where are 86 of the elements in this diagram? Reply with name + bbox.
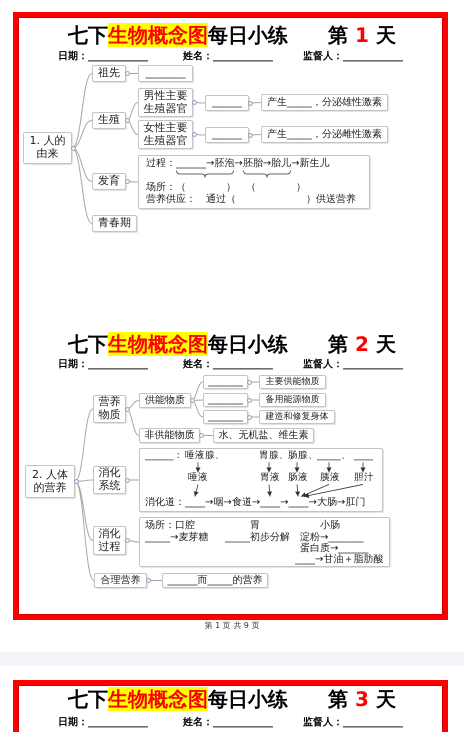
- date-fill-in: 日期：____________: [58, 359, 148, 370]
- arrow: [266, 462, 272, 473]
- juice-label: 胃液: [260, 473, 280, 484]
- date-fill-in: 日期：____________: [58, 717, 148, 728]
- topic-box: 营养物质: [93, 395, 126, 423]
- topic-box: 产生_____，分泌雌性激素: [261, 126, 388, 143]
- page-frame: [13, 680, 448, 732]
- connector-line: [190, 382, 204, 401]
- supervisor-fill-in: 监督人：____________: [303, 359, 403, 370]
- arrow: [194, 484, 199, 497]
- arrow: [294, 462, 300, 473]
- answer-box: ______: [205, 127, 249, 143]
- answer-box: _______: [203, 393, 248, 407]
- arrow: [196, 462, 200, 473]
- connector-line: [126, 408, 140, 436]
- page-frame: [13, 12, 448, 620]
- name-fill-in: 姓名：____________: [183, 51, 273, 62]
- topic-box: ______而_____的营养: [162, 573, 268, 588]
- arrow: [300, 484, 330, 497]
- digestion-step-text: ____→甘油＋脂肪酸: [295, 554, 384, 566]
- supervisor-fill-in: 监督人：____________: [303, 51, 403, 62]
- juice-label: 胆汁: [354, 473, 374, 484]
- arrow: [326, 462, 332, 473]
- connector-line: [72, 148, 92, 224]
- worksheet-title: 七下生物概念图每日小练 第 3 天: [68, 688, 396, 711]
- topic-box: 主要供能物质: [259, 375, 326, 389]
- nutrition-text: 营养供应： 通过（ ）供送营养: [146, 194, 356, 206]
- topic-box: 备用能源物质: [259, 393, 326, 407]
- answer-box: _______: [203, 375, 248, 389]
- note-box: [139, 448, 383, 512]
- arrow: [304, 484, 364, 498]
- juice-label: 肠液: [288, 473, 308, 484]
- organ-label: 胃: [250, 520, 260, 532]
- connector-line: [74, 408, 94, 482]
- supervisor-fill-in: 监督人：____________: [303, 717, 403, 728]
- connector-line: [126, 102, 138, 121]
- arrow: [295, 484, 300, 497]
- topic-box: 合理营养: [94, 573, 147, 588]
- organ-label: 小肠: [320, 520, 340, 532]
- topic-box: 发育: [92, 173, 126, 190]
- digestion-step-text: _____→麦芽糖: [145, 532, 208, 544]
- date-fill-in: 日期：____________: [58, 51, 148, 62]
- site-label: 场所：口腔: [145, 520, 195, 532]
- central-topic-box: 1. 人的由来: [23, 132, 72, 164]
- topic-box: 生殖: [92, 112, 126, 129]
- digestion-step-text: _____初步分解: [225, 532, 290, 544]
- topic-box: 建造和修复身体: [259, 410, 335, 424]
- connector-line: [72, 73, 92, 148]
- answer-box: ________: [138, 65, 193, 82]
- digestion-step-text: 蛋白质→______: [300, 543, 368, 554]
- arrow: [267, 484, 272, 497]
- topic-box: 男性主要生殖器官: [138, 88, 193, 117]
- juice-label: 胰液: [320, 473, 340, 484]
- worksheet-title: 七下生物概念图每日小练 第 2 天: [68, 333, 396, 356]
- gland-label: 肠腺、: [288, 451, 318, 462]
- juice-label: 唾液: [188, 473, 208, 484]
- topic-box: 水、无机盐、维生素: [213, 428, 314, 443]
- location-text: 场所：（ ） （ ）: [146, 182, 306, 194]
- topic-box: 祖先: [92, 65, 126, 82]
- topic-box: 产生_____，分泌雄性激素: [261, 94, 388, 111]
- gland-label: 胃腺、: [259, 451, 289, 462]
- topic-box: 消化过程: [93, 526, 126, 555]
- topic-box: 消化系统: [93, 466, 126, 494]
- topic-box: 青春期: [92, 215, 137, 232]
- process-text: 过程：______→胚泡→胚胎→胎儿→新生儿: [146, 158, 330, 170]
- central-topic-box: 2. 人体的营养: [25, 465, 75, 498]
- gland-label: 唾液腺、: [185, 451, 225, 462]
- answer-box: _______: [203, 410, 248, 424]
- note-box: [139, 517, 390, 567]
- arrow: [360, 462, 366, 473]
- connector-line: [74, 481, 94, 581]
- fill-in-line: _____、: [317, 451, 351, 462]
- page-number-text: 第 1 页 共 9 页: [204, 621, 260, 630]
- fill-in-label: ______：: [145, 451, 184, 462]
- topic-box: 供能物质: [139, 393, 191, 408]
- fill-in-line: ____: [354, 451, 373, 462]
- note-box: [138, 155, 370, 209]
- digestion-step-text: 淀粉→_______: [300, 532, 364, 543]
- topic-box: 非供能物质: [139, 428, 200, 443]
- topic-box: 女性主要生殖器官: [138, 120, 193, 149]
- name-fill-in: 姓名：____________: [183, 717, 273, 728]
- worksheet-title: 七下生物概念图每日小练 第 1 天: [68, 24, 396, 47]
- name-fill-in: 姓名：____________: [183, 359, 273, 370]
- connector-line: [190, 400, 204, 418]
- digestive-tract-label: 消化道：____→咽→食道→____→____→大肠→肛门: [145, 497, 366, 508]
- answer-box: ______: [205, 95, 249, 111]
